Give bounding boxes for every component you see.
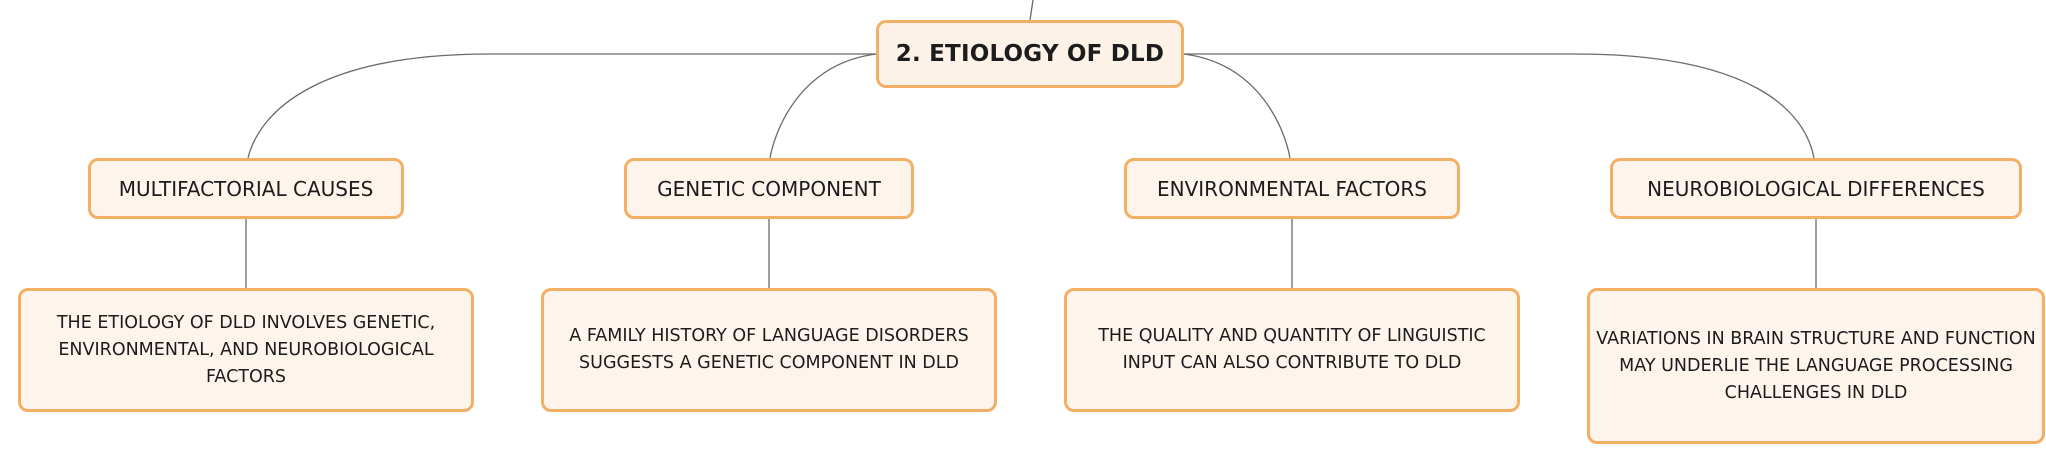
detail-environmental-factors[interactable]: THE QUALITY AND QUANTITY OF LINGUISTIC I… [1064,288,1520,412]
node-environmental-factors[interactable]: ENVIRONMENTAL FACTORS [1124,158,1460,219]
node-neurobiological-differences[interactable]: NEUROBIOLOGICAL DIFFERENCES [1610,158,2022,219]
detail-multifactorial-causes[interactable]: THE ETIOLOGY OF DLD INVOLVES GENETIC, EN… [18,288,474,412]
root-node[interactable]: 2. ETIOLOGY OF DLD [876,20,1184,88]
node-label: NEUROBIOLOGICAL DIFFERENCES [1647,176,1985,201]
connector-root-to-environmental [1183,53,1291,159]
detail-text: VARIATIONS IN BRAIN STRUCTURE AND FUNCTI… [1596,328,2036,403]
connector-root-to-multifactorial [247,53,876,159]
detail-neurobiological-differences[interactable]: VARIATIONS IN BRAIN STRUCTURE AND FUNCTI… [1587,288,2045,444]
node-label: GENETIC COMPONENT [657,176,881,201]
detail-text: A FAMILY HISTORY OF LANGUAGE DISORDERS S… [569,326,969,373]
connector-root-to-neurobiological [1184,53,1815,159]
root-node-label: 2. ETIOLOGY OF DLD [895,41,1165,67]
detail-text: THE QUALITY AND QUANTITY OF LINGUISTIC I… [1098,326,1486,373]
parent-connector [1029,0,1034,21]
connector-root-to-genetic [769,53,877,159]
detail-genetic-component[interactable]: A FAMILY HISTORY OF LANGUAGE DISORDERS S… [541,288,997,412]
node-multifactorial-causes[interactable]: MULTIFACTORIAL CAUSES [88,158,404,219]
node-genetic-component[interactable]: GENETIC COMPONENT [624,158,914,219]
detail-text: THE ETIOLOGY OF DLD INVOLVES GENETIC, EN… [56,312,436,387]
node-label: MULTIFACTORIAL CAUSES [118,176,374,201]
node-label: ENVIRONMENTAL FACTORS [1157,176,1427,201]
